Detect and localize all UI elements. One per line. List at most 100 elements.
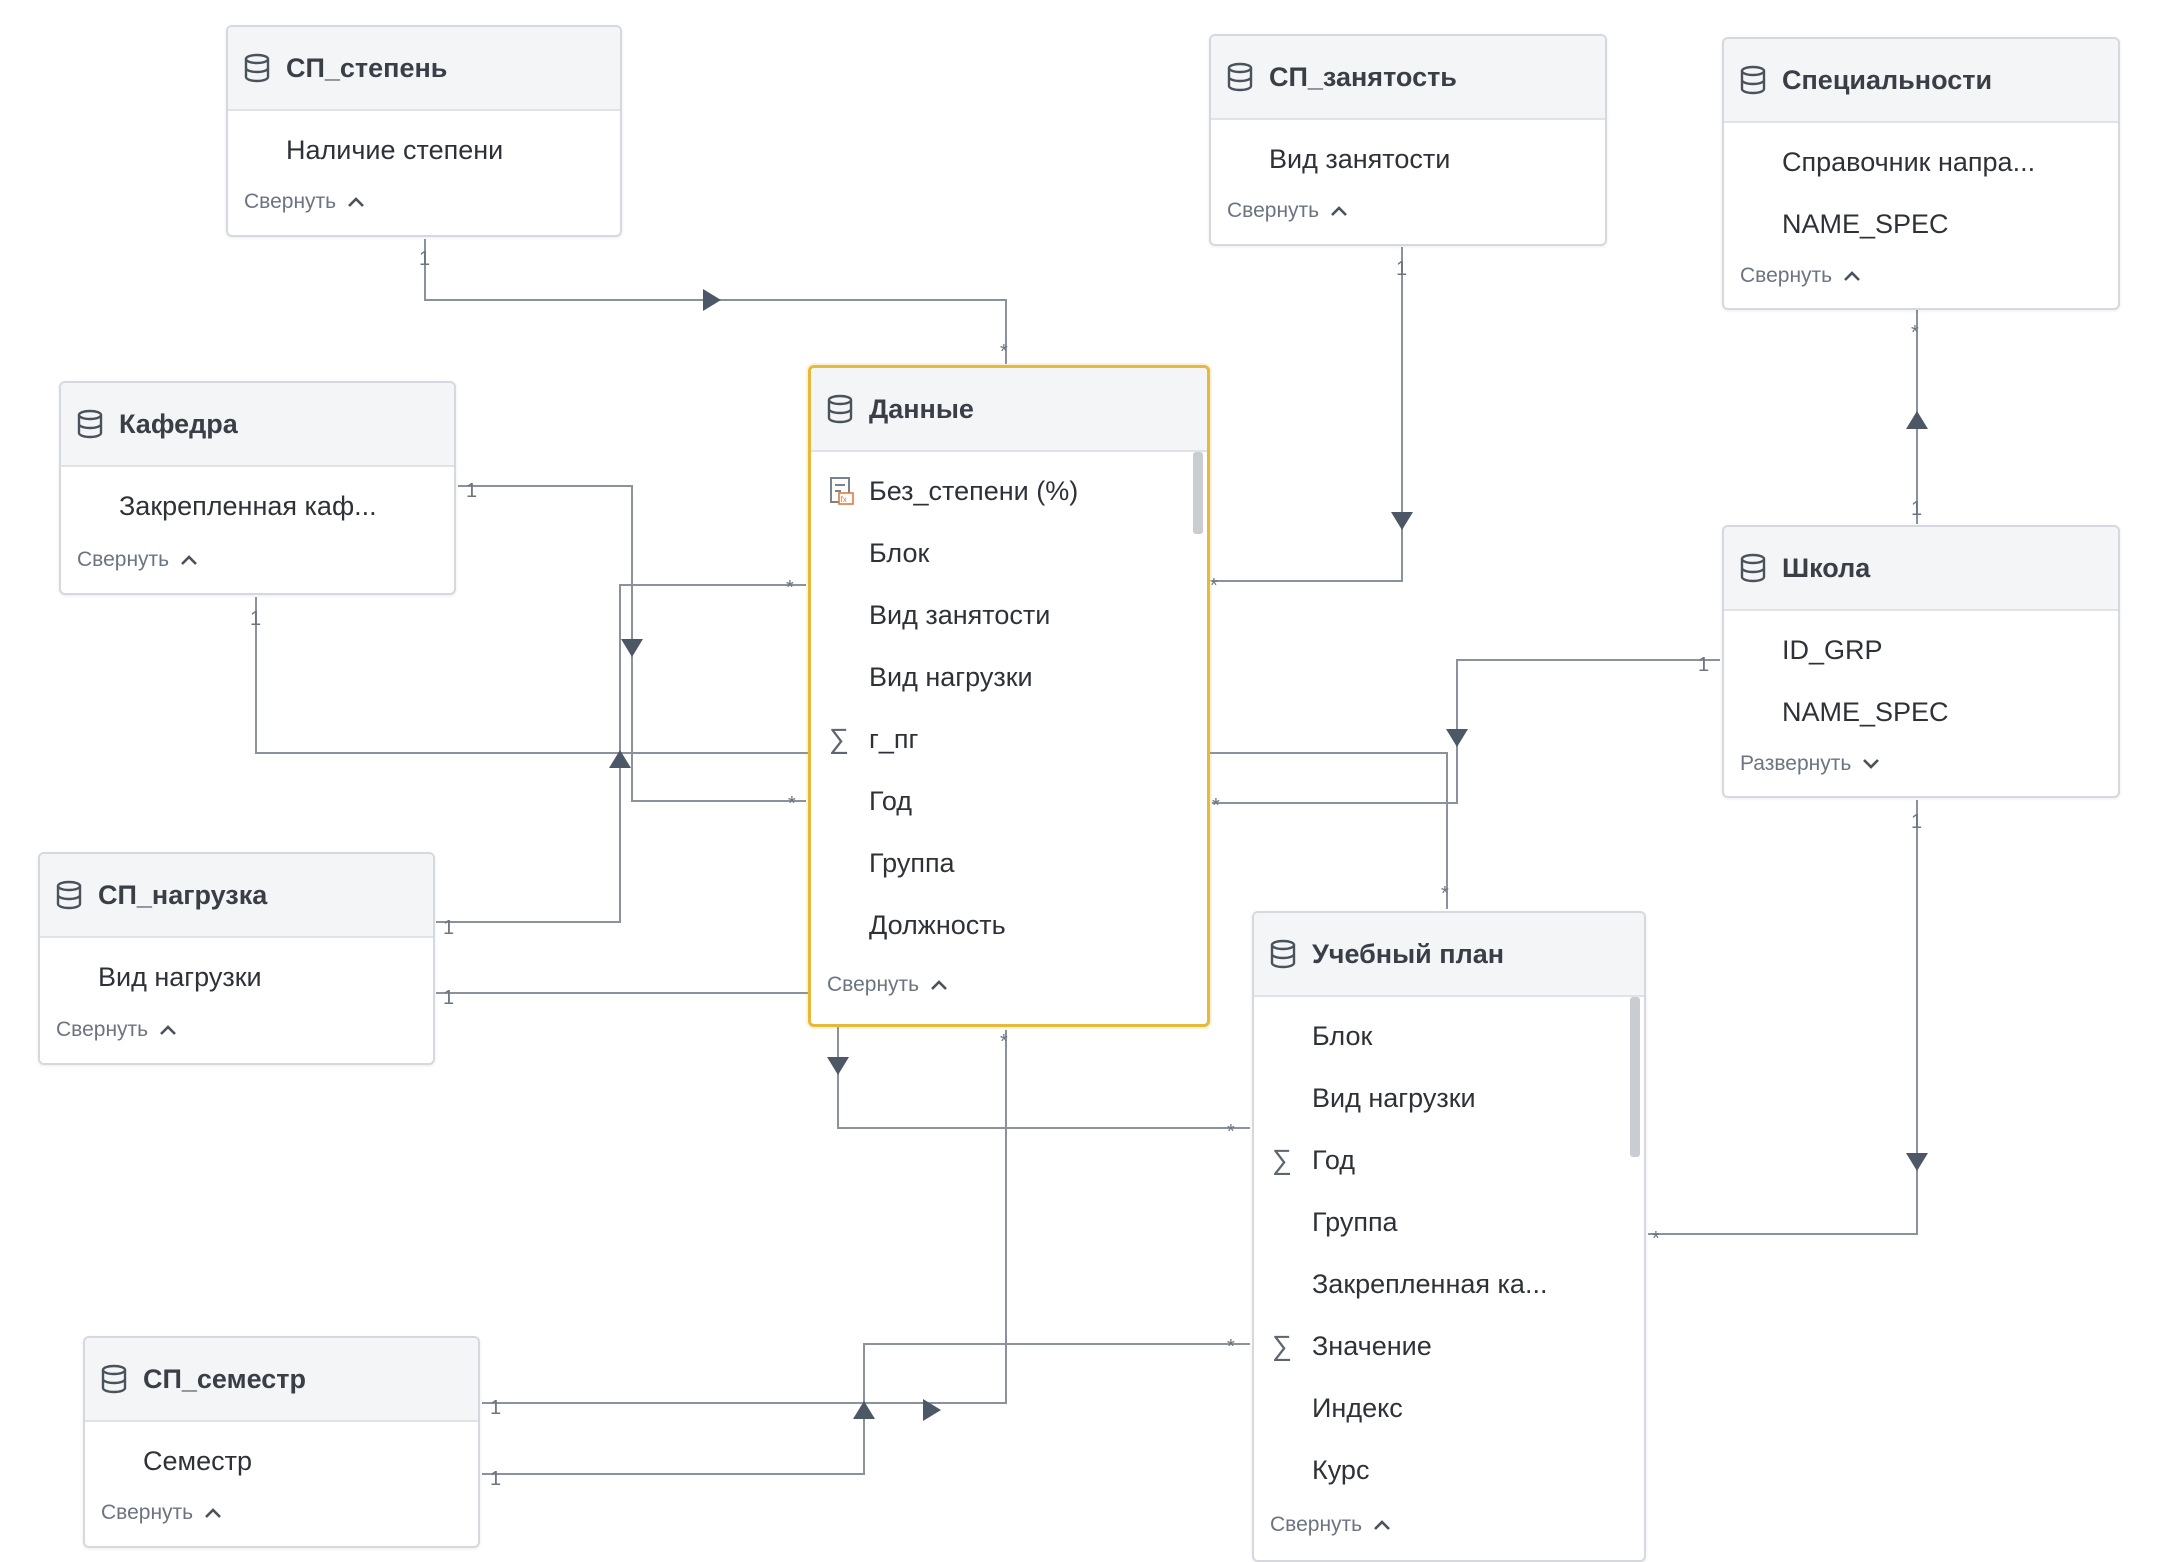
field-row[interactable]: Закрепленная каф... xyxy=(61,475,454,537)
field-row[interactable]: Наличие степени xyxy=(228,119,620,181)
table-title: СП_семестр xyxy=(143,1363,306,1394)
chevron-up-icon xyxy=(1374,1520,1391,1530)
table-title: СП_степень xyxy=(286,52,448,83)
table-header[interactable]: СП_степень xyxy=(228,27,620,111)
field-row[interactable]: ∑Значение xyxy=(1254,1315,1644,1377)
field-label: Вид нагрузки xyxy=(98,961,262,992)
collapse-toggle[interactable]: Свернуть xyxy=(827,973,949,997)
cardinality-many-label: * xyxy=(788,793,796,815)
field-row[interactable]: Вид занятости xyxy=(1211,128,1605,190)
field-label: Закрепленная ка... xyxy=(1312,1268,1548,1299)
field-label: NAME_SPEC xyxy=(1782,696,1949,727)
field-row[interactable]: Семестр xyxy=(85,1430,478,1492)
field-row[interactable]: ∑г_пг xyxy=(811,708,1207,770)
chevron-up-icon xyxy=(181,555,198,565)
collapse-toggle[interactable]: Свернуть xyxy=(101,1501,223,1525)
relationship-arrow-icon xyxy=(1906,1153,1928,1171)
table-card-sp-stepen[interactable]: СП_степень Наличие степени Свернуть xyxy=(226,25,622,237)
cardinality-one-label: 1 xyxy=(490,1397,501,1419)
field-row[interactable]: Индекс xyxy=(1254,1377,1644,1439)
field-row[interactable]: Вид нагрузки xyxy=(1254,1067,1644,1129)
cardinality-many-label: * xyxy=(1227,1121,1235,1143)
field-row[interactable]: Справочник напра... xyxy=(1724,131,2118,193)
field-row[interactable]: NAME_SPEC xyxy=(1724,193,2118,255)
table-card-shkola[interactable]: Школа ID_GRP NAME_SPEC Развернуть xyxy=(1722,525,2120,798)
table-header[interactable]: Учебный план xyxy=(1254,913,1644,997)
relationship-arrow-icon xyxy=(853,1401,875,1419)
expand-toggle[interactable]: Развернуть xyxy=(1740,752,1881,776)
collapse-toggle[interactable]: Свернуть xyxy=(77,548,199,572)
field-row[interactable]: Вид занятости xyxy=(811,584,1207,646)
field-label: Группа xyxy=(1312,1206,1398,1237)
field-row[interactable]: Вид нагрузки xyxy=(811,646,1207,708)
chevron-up-icon xyxy=(160,1025,177,1035)
cardinality-many-label: * xyxy=(1212,795,1220,817)
field-label: Справочник напра... xyxy=(1782,146,2036,177)
database-icon xyxy=(244,53,270,83)
table-header[interactable]: СП_нагрузка xyxy=(40,854,433,938)
table-header[interactable]: Специальности xyxy=(1724,39,2118,123)
toggle-label: Свернуть xyxy=(1740,264,1833,287)
field-label: Семестр xyxy=(143,1445,252,1476)
table-card-sp-semestr[interactable]: СП_семестр Семестр Свернуть xyxy=(83,1336,480,1548)
cardinality-many-label: * xyxy=(1652,1228,1660,1250)
collapse-toggle[interactable]: Свернуть xyxy=(1270,1513,1392,1537)
database-icon xyxy=(1227,62,1253,92)
field-label: Вид занятости xyxy=(1269,143,1451,174)
table-title: Кафедра xyxy=(119,408,238,439)
table-card-specialnosti[interactable]: Специальности Справочник напра... NAME_S… xyxy=(1722,37,2120,310)
chevron-up-icon xyxy=(1844,271,1861,281)
table-header[interactable]: СП_занятость xyxy=(1211,36,1605,120)
field-row[interactable]: Блок xyxy=(1254,1005,1644,1067)
toggle-label: Свернуть xyxy=(56,1018,149,1041)
collapse-toggle[interactable]: Свернуть xyxy=(1227,199,1349,223)
toggle-label: Развернуть xyxy=(1740,752,1852,775)
database-icon xyxy=(1270,939,1296,969)
field-row[interactable]: fx Без_степени (%) xyxy=(811,460,1207,522)
table-header[interactable]: Кафедра xyxy=(61,383,454,467)
field-row[interactable]: ID_GRP xyxy=(1724,619,2118,681)
cardinality-one-label: 1 xyxy=(419,248,430,270)
collapse-toggle[interactable]: Свернуть xyxy=(1740,264,1862,288)
cardinality-one-label: 1 xyxy=(250,608,261,630)
table-header[interactable]: Данные xyxy=(811,368,1207,452)
scrollbar[interactable] xyxy=(1630,997,1640,1157)
link-shkola-uchebny-plan[interactable] xyxy=(1648,800,1918,1235)
table-title: СП_нагрузка xyxy=(98,879,268,910)
link-sp-zanyatost-dannye[interactable] xyxy=(1212,247,1403,582)
table-card-kafedra[interactable]: Кафедра Закрепленная каф... Свернуть xyxy=(59,381,456,595)
field-row[interactable]: Блок xyxy=(811,522,1207,584)
scrollbar[interactable] xyxy=(1193,452,1203,534)
database-icon xyxy=(77,409,103,439)
field-label: NAME_SPEC xyxy=(1782,208,1949,239)
cardinality-many-label: * xyxy=(1000,1031,1008,1053)
table-header[interactable]: Школа xyxy=(1724,527,2118,611)
cardinality-one-label: 1 xyxy=(466,480,477,502)
table-card-dannye[interactable]: Данные fx Без_степени (%) Блок Вид занят… xyxy=(808,365,1210,1027)
chevron-down-icon xyxy=(1863,759,1880,769)
relationship-arrow-icon xyxy=(827,1057,849,1075)
field-label: Вид нагрузки xyxy=(1312,1082,1476,1113)
field-row[interactable]: Должность xyxy=(811,894,1207,956)
field-row[interactable]: NAME_SPEC xyxy=(1724,681,2118,743)
cardinality-many-label: * xyxy=(1000,341,1008,363)
field-row[interactable]: Группа xyxy=(1254,1191,1644,1253)
field-label: Должность xyxy=(869,909,1006,940)
field-row[interactable]: Закрепленная ка... xyxy=(1254,1253,1644,1315)
field-row[interactable]: Группа xyxy=(811,832,1207,894)
table-header[interactable]: СП_семестр xyxy=(85,1338,478,1422)
field-row[interactable]: Курс xyxy=(1254,1439,1644,1501)
table-card-sp-nagruzka[interactable]: СП_нагрузка Вид нагрузки Свернуть xyxy=(38,852,435,1065)
collapse-toggle[interactable]: Свернуть xyxy=(56,1018,178,1042)
database-icon xyxy=(827,394,853,424)
database-icon xyxy=(1740,553,1766,583)
table-card-sp-zanyatost[interactable]: СП_занятость Вид занятости Свернуть xyxy=(1209,34,1607,246)
chevron-up-icon xyxy=(931,980,948,990)
table-card-uchebny-plan[interactable]: Учебный план Блок Вид нагрузки ∑Год Груп… xyxy=(1252,911,1646,1562)
link-sp-semestr-dannye[interactable] xyxy=(482,1030,1007,1404)
field-row[interactable]: Вид нагрузки xyxy=(40,946,433,1008)
field-row[interactable]: ∑Год xyxy=(1254,1129,1644,1191)
cardinality-many-label: * xyxy=(786,577,794,599)
field-row[interactable]: Год xyxy=(811,770,1207,832)
collapse-toggle[interactable]: Свернуть xyxy=(244,190,366,214)
